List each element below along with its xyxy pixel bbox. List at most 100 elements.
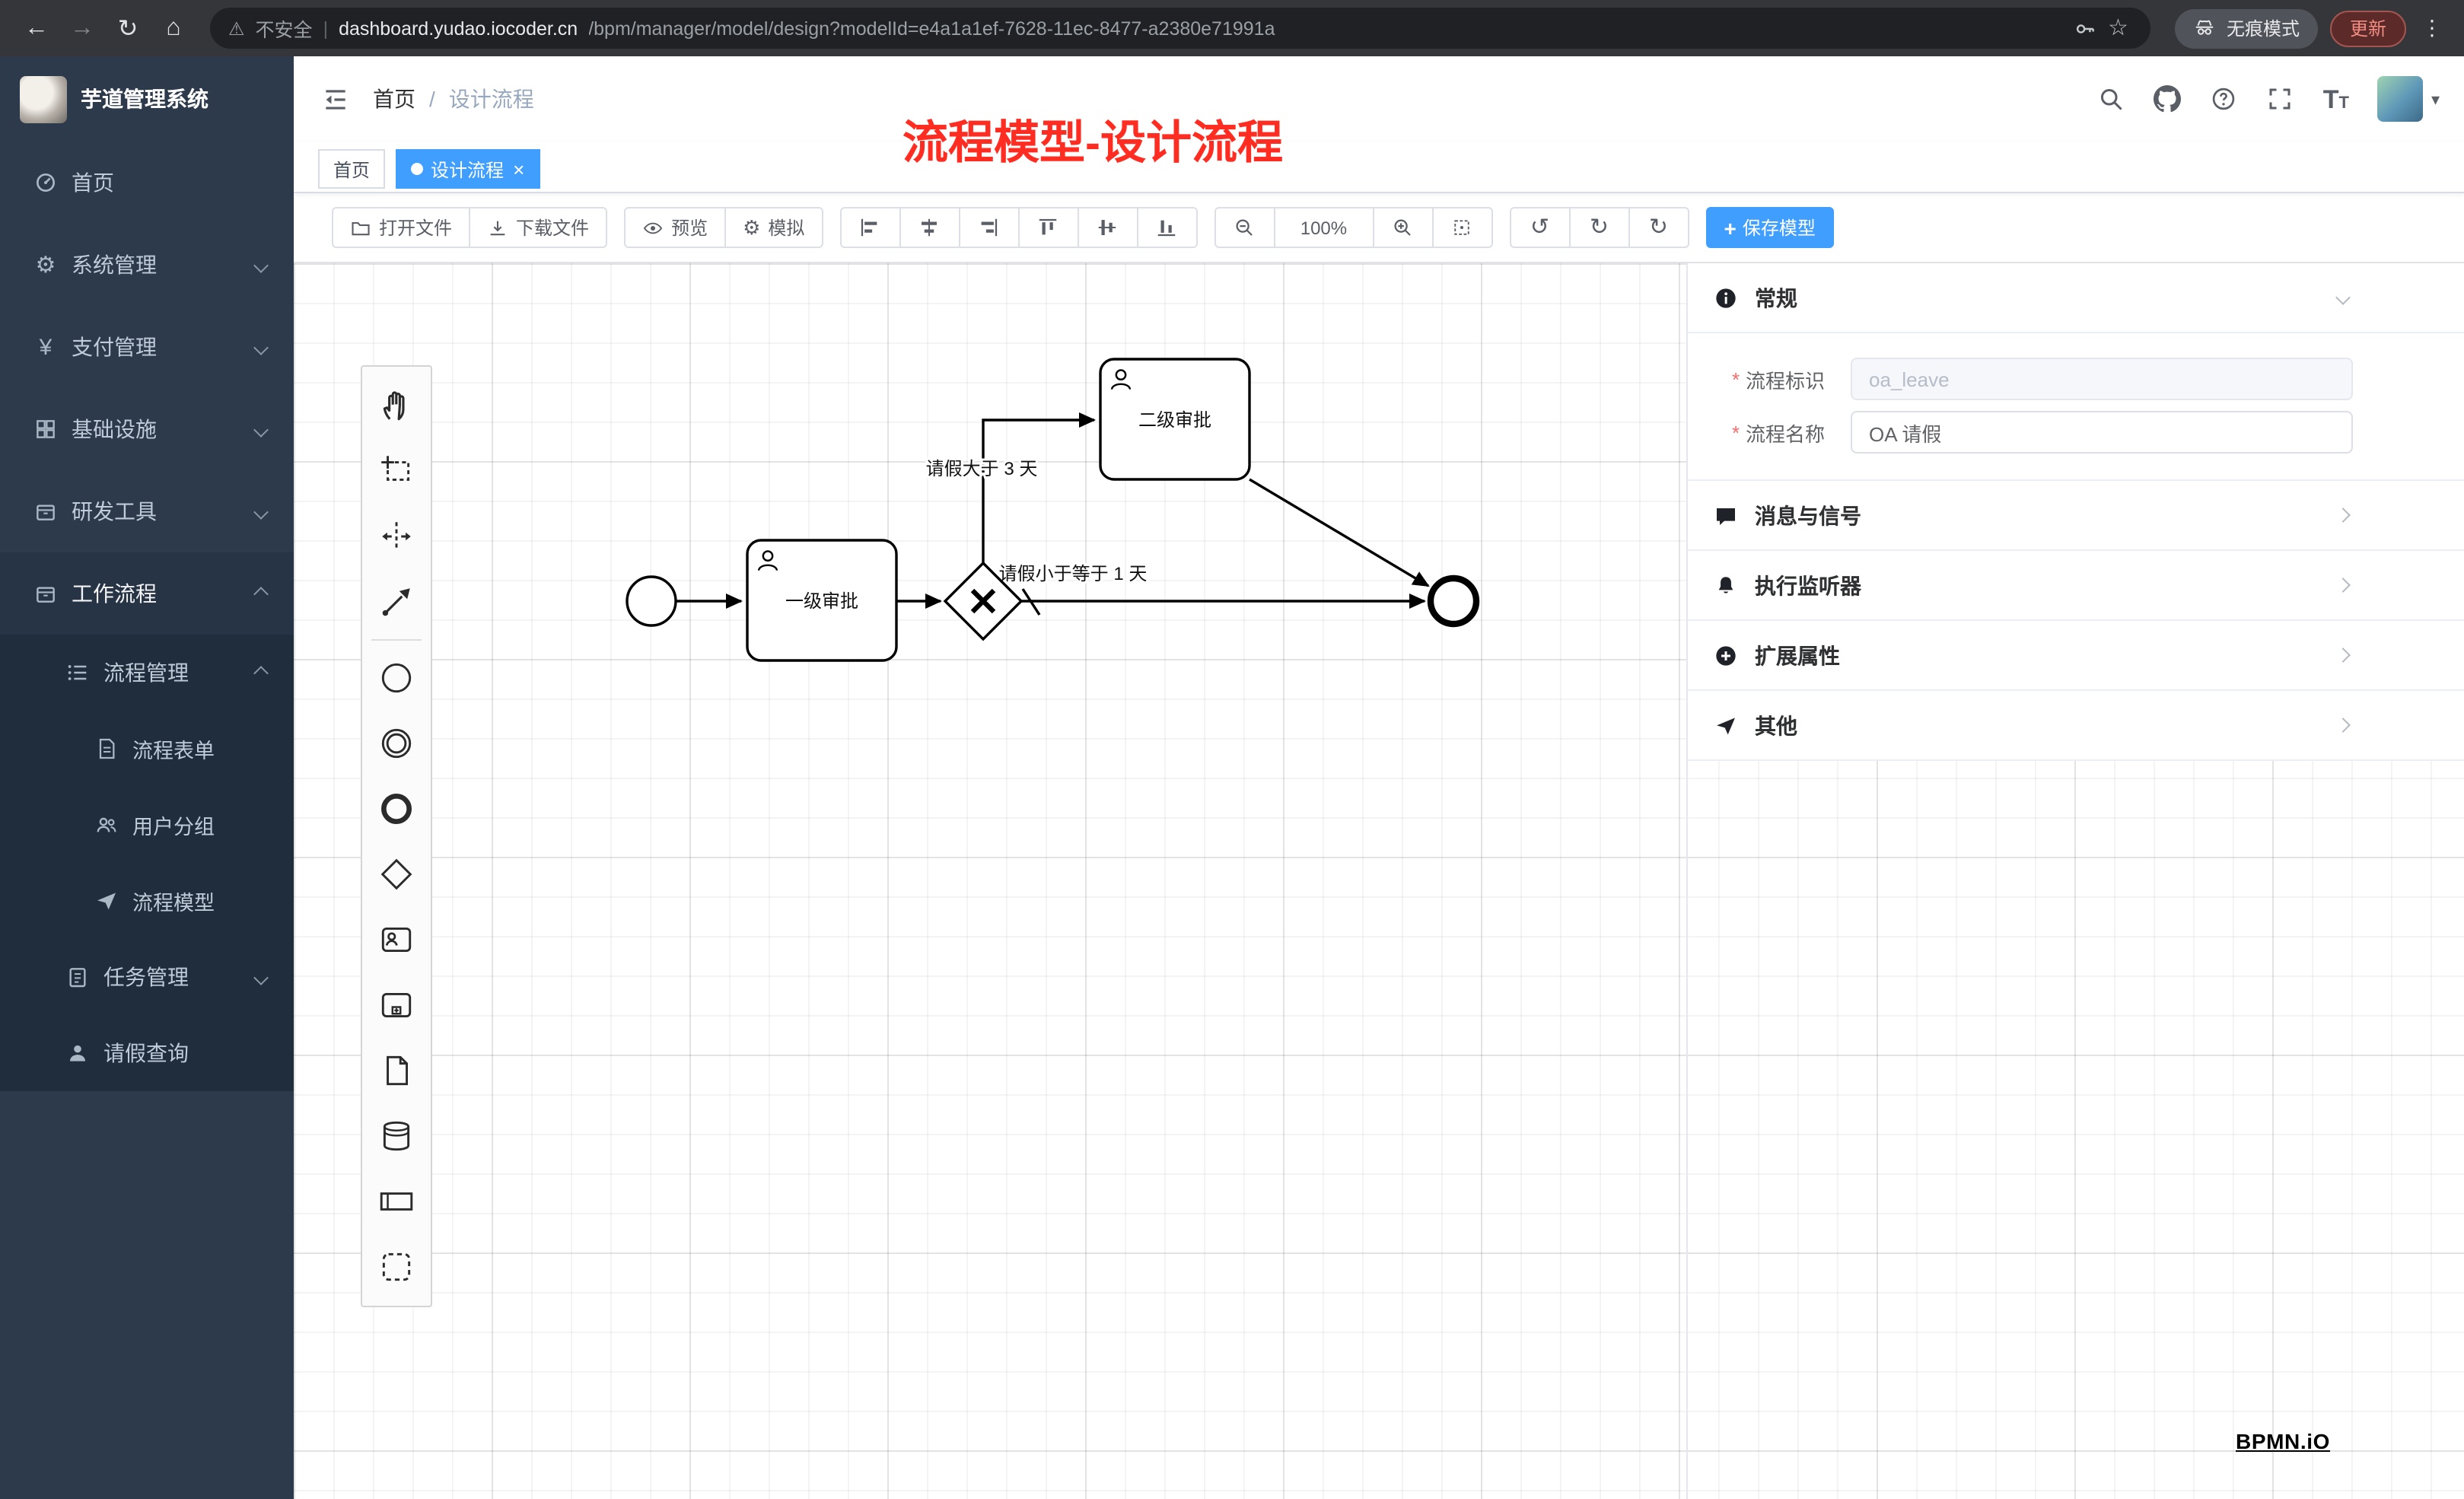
password-key-icon[interactable] — [2073, 16, 2097, 40]
tab-design-process[interactable]: 设计流程 × — [396, 149, 540, 189]
sidebar-item-label: 支付管理 — [72, 335, 157, 359]
fullscreen-icon[interactable] — [2267, 85, 2294, 113]
hand-tool-icon — [377, 387, 415, 425]
sidebar-item-user-group[interactable]: 用户分组 — [0, 787, 294, 863]
sidebar-item-dev-tools[interactable]: 研发工具 — [0, 470, 294, 552]
flow-label-le1[interactable]: 请假小于等于 1 天 — [997, 562, 1150, 587]
palette-hand-tool[interactable] — [362, 373, 431, 438]
sidebar-item-leave-query[interactable]: 请假查询 — [0, 1015, 294, 1091]
align-left-button[interactable] — [839, 207, 901, 248]
browser-home-button[interactable]: ⌂ — [166, 14, 181, 40]
address-bar[interactable]: ⚠ 不安全 | dashboard.yudao.iocoder.cn /bpm/… — [210, 8, 2150, 49]
sidebar-item-home[interactable]: 首页 — [0, 142, 294, 224]
end-event-shape[interactable] — [1427, 574, 1480, 628]
zoom-out-button[interactable] — [1214, 207, 1275, 248]
panel-section-extended-properties[interactable]: 扩展属性 — [1688, 621, 2464, 691]
sidebar-item-system-mgmt[interactable]: ⚙ 系统管理 — [0, 224, 294, 306]
restart-button[interactable]: ↻ — [1628, 207, 1689, 248]
zoom-in-button[interactable] — [1372, 207, 1434, 248]
sidebar-collapse-button[interactable] — [312, 76, 358, 122]
align-right-button[interactable] — [958, 207, 1020, 248]
simulate-button[interactable]: ⚙ 模拟 — [724, 207, 823, 248]
palette-create-data-store[interactable] — [362, 1103, 431, 1169]
sequence-flow-gateway-to-end[interactable]: 请假小于等于 1 天 — [997, 562, 1426, 616]
save-model-button[interactable]: + 保存模型 — [1705, 207, 1834, 248]
align-middle-button[interactable] — [1077, 207, 1138, 248]
user-task-level2-shape[interactable]: 二级审批 — [1099, 358, 1251, 481]
gateway-icon — [377, 855, 415, 893]
sidebar-item-infrastructure[interactable]: 基础设施 — [0, 388, 294, 470]
palette-create-participant[interactable] — [362, 1169, 431, 1234]
palette-create-gateway[interactable] — [362, 842, 431, 907]
active-tab-dot — [411, 163, 424, 175]
field-process-key: * 流程标识 — [1732, 358, 2464, 400]
browser-menu-icon[interactable]: ⋮ — [2421, 15, 2443, 40]
search-icon[interactable] — [2098, 85, 2125, 113]
url-path: /bpm/manager/model/design?modelId=e4a1a1… — [588, 18, 1275, 39]
user-menu[interactable]: ▾ — [2377, 76, 2440, 122]
preview-button[interactable]: 预览 — [624, 207, 727, 248]
tab-close-icon[interactable]: × — [513, 158, 525, 180]
redo-button[interactable]: ↻ — [1568, 207, 1630, 248]
plus-circle-icon — [1714, 643, 1738, 667]
align-bottom-button[interactable] — [1136, 207, 1198, 248]
browser-forward-button[interactable]: → — [70, 14, 94, 40]
download-file-button[interactable]: 下载文件 — [469, 207, 608, 248]
zoom-out-icon — [1233, 216, 1256, 239]
sidebar-item-process-model[interactable]: 流程模型 — [0, 863, 294, 939]
data-store-icon — [377, 1117, 415, 1155]
palette-create-data-object[interactable] — [362, 1038, 431, 1103]
field-process-name: * 流程名称 — [1732, 411, 2464, 454]
github-icon[interactable] — [2154, 85, 2182, 113]
panel-section-general[interactable]: 常规 — [1688, 263, 2464, 333]
browser-back-button[interactable]: ← — [24, 14, 49, 40]
undo-button[interactable]: ↺ — [1509, 207, 1571, 248]
address-divider: | — [323, 18, 329, 39]
sidebar-item-process-mgmt[interactable]: 流程管理 — [0, 635, 294, 711]
zoom-reset-button[interactable] — [1431, 207, 1493, 248]
bookmark-star-icon[interactable]: ☆ — [2107, 14, 2128, 40]
sidebar-item-label: 首页 — [72, 170, 114, 195]
tab-home[interactable]: 首页 — [318, 149, 386, 189]
chrome-update-button[interactable]: 更新 — [2329, 10, 2406, 46]
palette-create-user-task[interactable] — [362, 907, 431, 972]
open-file-button[interactable]: 打开文件 — [332, 207, 471, 248]
flow-label-gt3[interactable]: 请假大于 3 天 — [924, 457, 1040, 482]
palette-create-intermediate-event[interactable] — [362, 711, 431, 776]
sidebar-item-task-mgmt[interactable]: 任务管理 — [0, 939, 294, 1015]
palette-space-tool[interactable] — [362, 504, 431, 569]
panel-section-execution-listener[interactable]: 执行监听器 — [1688, 551, 2464, 621]
panel-section-message-signal[interactable]: 消息与信号 — [1688, 481, 2464, 551]
process-key-input[interactable] — [1851, 358, 2353, 400]
sidebar-item-workflow[interactable]: 工作流程 — [0, 552, 294, 635]
palette-create-group[interactable] — [362, 1234, 431, 1300]
palette-create-start-event[interactable] — [362, 645, 431, 711]
grid-icon — [33, 417, 58, 441]
breadcrumb-home[interactable]: 首页 — [373, 87, 415, 111]
bpmn-io-watermark[interactable]: BPMN.iO — [2236, 1429, 2330, 1453]
sequence-flow-task2-to-end[interactable] — [1249, 478, 1430, 587]
palette-lasso-tool[interactable] — [362, 438, 431, 504]
panel-section-other[interactable]: 其他 — [1688, 691, 2464, 761]
chevron-down-icon — [253, 504, 269, 519]
sidebar-item-process-form[interactable]: 流程表单 — [0, 711, 294, 787]
palette-create-subprocess[interactable] — [362, 972, 431, 1038]
browser-reload-button[interactable]: ↻ — [117, 16, 138, 42]
exclusive-gateway-shape[interactable] — [943, 561, 1023, 641]
bpmn-canvas[interactable]: 请假大于 3 天 请假小于等于 1 天 — [294, 263, 2464, 1499]
palette-global-connect-tool[interactable] — [362, 569, 431, 635]
app-logo[interactable]: 芋道管理系统 — [0, 56, 294, 142]
sidebar-item-payment-mgmt[interactable]: ¥ 支付管理 — [0, 306, 294, 388]
align-top-button[interactable] — [1017, 207, 1079, 248]
palette-create-end-event[interactable] — [362, 776, 431, 842]
intermediate-event-icon — [377, 724, 415, 762]
process-name-input[interactable] — [1851, 411, 2353, 454]
align-center-button[interactable] — [899, 207, 960, 248]
help-icon[interactable] — [2211, 85, 2238, 113]
sequence-flow-gateway-to-task2[interactable]: 请假大于 3 天 — [924, 412, 1096, 563]
user-task-level1-shape[interactable]: 一级审批 — [746, 539, 898, 662]
start-event-shape[interactable] — [626, 575, 677, 627]
tab-label: 首页 — [333, 159, 371, 180]
incognito-badge: 无痕模式 — [2174, 8, 2318, 48]
